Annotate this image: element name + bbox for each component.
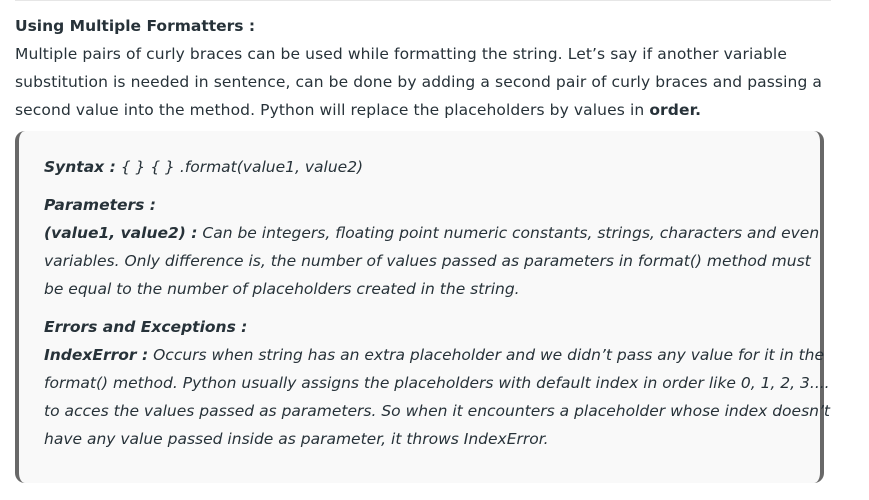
error-desc-line: to acces the values passed as parameters… xyxy=(44,402,830,420)
intro-line-text: second value into the method. Python wil… xyxy=(15,101,650,119)
intro-bold-word: order. xyxy=(649,101,702,119)
parameters-block: Parameters : (value1, value2) : Can be i… xyxy=(44,191,819,303)
intro-line: second value into the method. Python wil… xyxy=(15,96,845,124)
errors-label: Errors and Exceptions : xyxy=(44,318,248,336)
param-desc-line: be equal to the number of placeholders c… xyxy=(44,280,520,298)
intro-line: substitution is needed in sentence, can … xyxy=(15,73,823,91)
error-desc-line: Occurs when string has an extra placehol… xyxy=(148,346,825,364)
syntax-value: { } { } .format(value1, value2) xyxy=(115,158,364,176)
error-desc-line: format() method. Python usually assigns … xyxy=(44,374,830,392)
syntax-blockquote: Syntax : { } { } .format(value1, value2)… xyxy=(15,131,830,483)
intro-line: Multiple pairs of curly braces can be us… xyxy=(15,45,787,63)
parameters-label: Parameters : xyxy=(44,196,156,214)
param-desc-line: variables. Only difference is, the numbe… xyxy=(44,252,811,270)
section-heading: Using Multiple Formatters : xyxy=(15,17,256,35)
param-name: (value1, value2) : xyxy=(44,224,198,242)
error-desc-line: have any value passed inside as paramete… xyxy=(44,430,549,448)
syntax-line: Syntax : { } { } .format(value1, value2) xyxy=(44,153,796,181)
errors-block: Errors and Exceptions : IndexError : Occ… xyxy=(44,313,830,453)
intro-paragraph: Multiple pairs of curly braces can be us… xyxy=(15,40,845,124)
top-divider xyxy=(15,0,831,1)
syntax-label: Syntax : xyxy=(44,158,116,176)
error-name: IndexError : xyxy=(44,346,149,364)
param-desc-line: Can be integers, floating point numeric … xyxy=(197,224,820,242)
